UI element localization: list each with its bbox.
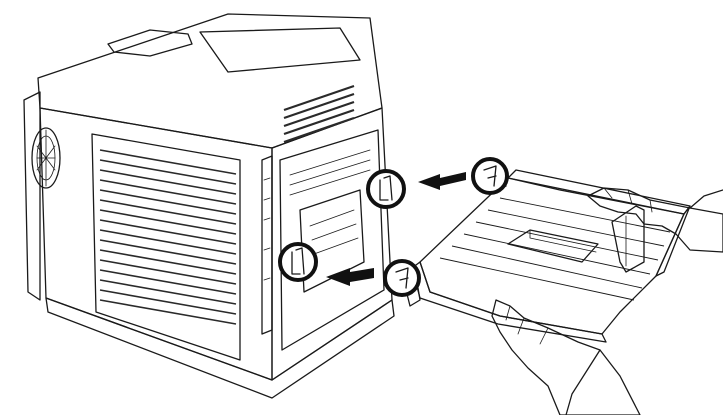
fan-icon <box>31 127 61 189</box>
hand-illustration <box>587 187 723 253</box>
paper-tray-illustration <box>403 165 691 343</box>
printer-illustration <box>23 13 395 399</box>
hand-illustration <box>491 299 641 415</box>
left-arrow-icon <box>326 268 374 286</box>
callout-circle-icon <box>278 242 318 282</box>
side-vent-lines <box>99 149 237 325</box>
callout-circle-icon <box>366 169 406 209</box>
left-arrow-icon <box>418 172 466 190</box>
callout-circle-icon <box>471 157 509 195</box>
callout-circle-icon <box>383 259 421 297</box>
